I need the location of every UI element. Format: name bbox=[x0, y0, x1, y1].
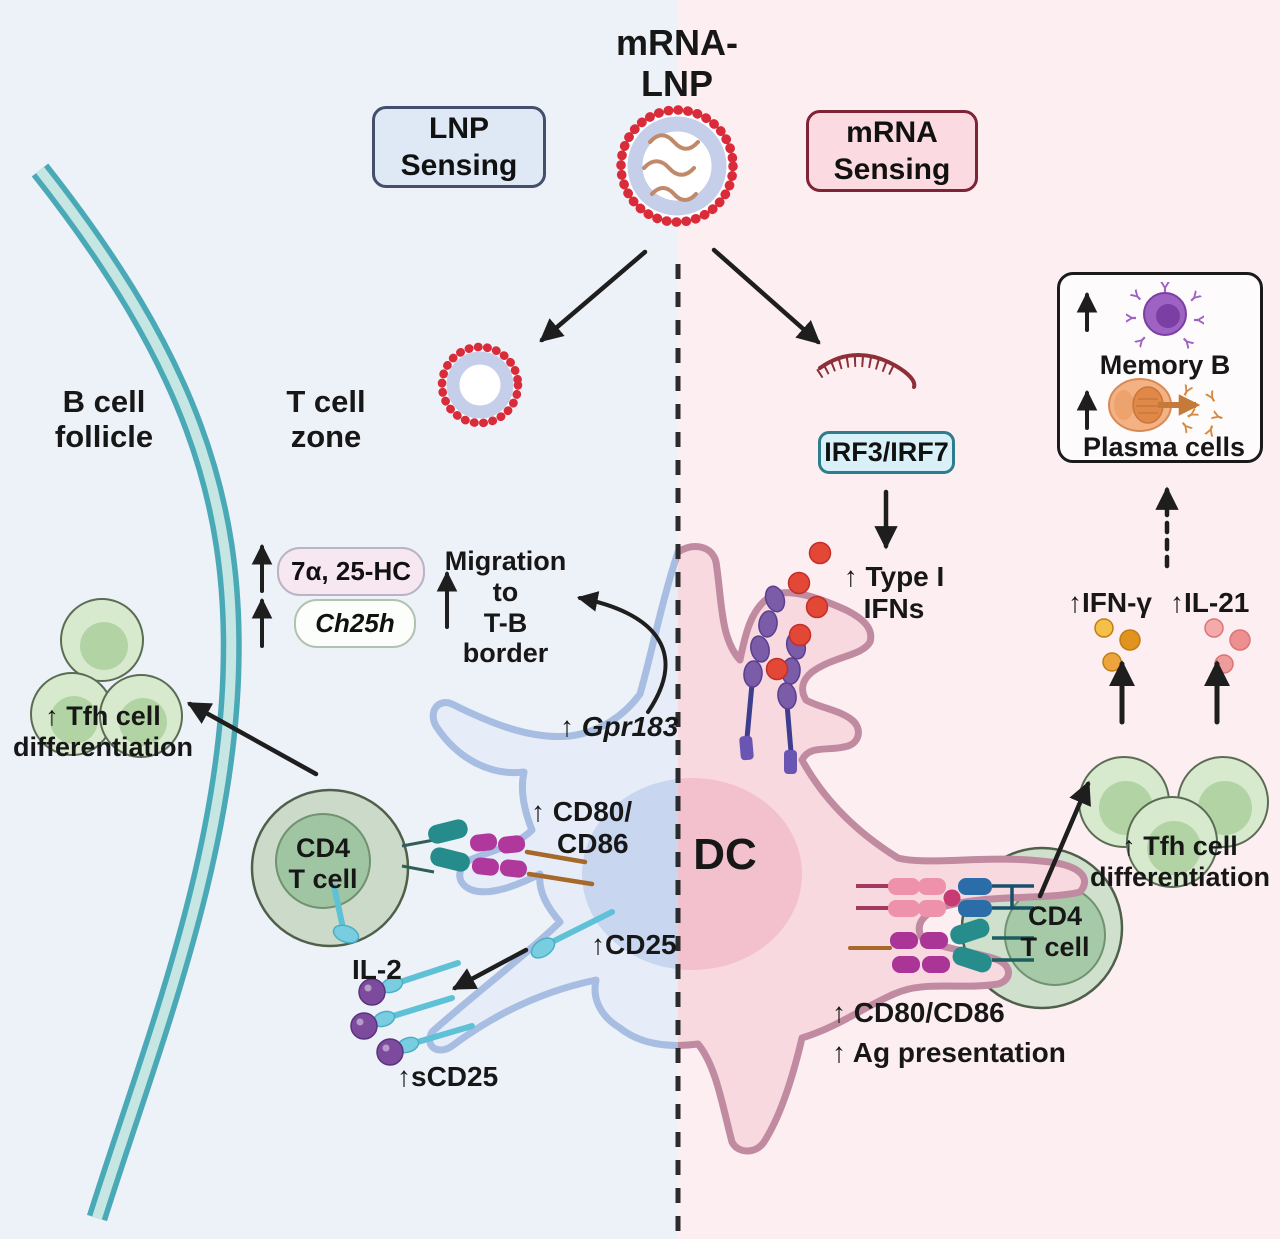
svg-text:Y: Y bbox=[1123, 313, 1140, 323]
t-zone-line1: T cell bbox=[286, 384, 366, 419]
mrna-strand bbox=[816, 353, 917, 389]
tfh-left-line1: ↑ Tfh cell bbox=[45, 701, 161, 731]
mrna-lnp-particle bbox=[616, 105, 738, 227]
t-zone-line2: zone bbox=[290, 419, 362, 455]
tfh-cells-right bbox=[1078, 756, 1269, 888]
dc-nucleus-lnp-side bbox=[582, 778, 678, 970]
plasma-cell-icon: Y Y Y Y Y Y bbox=[1108, 378, 1228, 440]
arrow-gpr183-to-migration bbox=[576, 591, 668, 714]
il21-dots bbox=[1204, 618, 1251, 674]
mrna-sensing-label-line1: mRNA bbox=[846, 115, 938, 149]
arrow-cd4-to-tfh-right bbox=[1037, 780, 1091, 899]
tfh-cells-left bbox=[30, 598, 183, 758]
cd4-right-line2: T cell bbox=[1020, 931, 1090, 962]
type1-line1: ↑ Type I bbox=[843, 561, 945, 592]
b-follicle-line1: B cell bbox=[62, 384, 146, 419]
svg-text:Y: Y bbox=[1160, 279, 1170, 296]
migration-line3: T-B bbox=[483, 607, 528, 638]
antigen-lines bbox=[524, 849, 595, 887]
cd25-label: ↑CD25 bbox=[591, 929, 677, 960]
hc-25-pill: 7α, 25-HC bbox=[277, 547, 425, 596]
tfh-differentiation-left-label: ↑ Tfh cell differentiation bbox=[8, 701, 198, 763]
tcr-mhc-complex-left bbox=[401, 819, 595, 887]
tfh-differentiation-right-label: ↑ Tfh cell differentiation bbox=[1082, 831, 1278, 893]
title-line2: LNP bbox=[641, 63, 713, 105]
t-cell-zone-label: T cell zone bbox=[258, 384, 394, 455]
type1-line2: IFNs bbox=[863, 592, 925, 624]
il2-scd25-molecules bbox=[350, 960, 475, 1066]
tfh-left-line2: differentiation bbox=[13, 731, 193, 762]
tfh-right-line2: differentiation bbox=[1090, 861, 1270, 892]
b-cell-follicle-label: B cell follicle bbox=[28, 384, 180, 455]
mrna-sensing-label-line2: Sensing bbox=[833, 153, 951, 186]
ifng-dots bbox=[1094, 618, 1141, 672]
arrow-cd4-to-tfh-left bbox=[186, 701, 319, 777]
cd4-tcell-left bbox=[250, 788, 410, 948]
cd80-cd86-right-label: ↑ CD80/CD86 bbox=[832, 997, 1005, 1028]
svg-text:Y: Y bbox=[1128, 287, 1147, 306]
irf3-irf7-label: IRF3/IRF7 bbox=[824, 437, 949, 467]
migration-line2: to bbox=[492, 576, 519, 607]
flow-arrows bbox=[186, 247, 1230, 991]
cd4-left-line2: T cell bbox=[288, 863, 358, 894]
cd4-tcell-right-label: CD4 T cell bbox=[995, 901, 1115, 963]
cd25-receptor bbox=[530, 909, 615, 959]
svg-text:Y: Y bbox=[1203, 388, 1220, 408]
mrna-cargo-strands bbox=[642, 133, 700, 202]
svg-text:Y: Y bbox=[1178, 381, 1194, 401]
type1-ifn-dots bbox=[765, 541, 832, 681]
cd80-left-line2: CD86 bbox=[557, 827, 629, 859]
arrow-to-mrna bbox=[711, 247, 821, 345]
memory-b-cell-icon: Y Y Y Y Y Y Y bbox=[1123, 279, 1207, 351]
tcell-surface-receptor bbox=[331, 883, 360, 944]
type1-ifn-label: ↑ Type I IFNs bbox=[838, 561, 950, 625]
irf3-irf7-box: IRF3/IRF7 bbox=[818, 431, 955, 474]
dc-nucleus-mrna-side bbox=[678, 778, 802, 970]
title-line1: mRNA- bbox=[616, 22, 738, 63]
cd4-tcell-left-label: CD4 T cell bbox=[263, 833, 383, 895]
dc-label: DC bbox=[693, 830, 757, 879]
migration-label: Migration to T-B border bbox=[433, 546, 578, 669]
lnp-sensing-box: LNP Sensing bbox=[372, 106, 546, 188]
ifng-label: ↑IFN-γ bbox=[1068, 587, 1152, 618]
ch25h-pill: Ch25h bbox=[294, 599, 416, 648]
figure-title: mRNA- LNP bbox=[597, 22, 757, 104]
bt-border-curve bbox=[31, 163, 242, 1222]
plasma-cells-label: Plasma cells bbox=[1082, 432, 1246, 462]
lnp-sensing-label-line1: LNP bbox=[429, 111, 489, 145]
scd25-label: ↑sCD25 bbox=[397, 1061, 499, 1092]
svg-text:Y: Y bbox=[1177, 332, 1196, 351]
arrow-to-empty-lnp bbox=[539, 249, 648, 343]
ag-presentation-label: ↑ Ag presentation bbox=[832, 1037, 1066, 1068]
svg-text:Y: Y bbox=[1185, 288, 1204, 307]
mrna-sensing-box: mRNA Sensing bbox=[806, 110, 978, 192]
arrow-cd25-to-il2 bbox=[451, 947, 529, 991]
tcr-mhc-complex-right bbox=[848, 878, 1034, 973]
cd80-cd86-left-label: ↑ CD80/ CD86 bbox=[531, 796, 632, 860]
lnp-particle-empty bbox=[437, 342, 523, 428]
cd4-right-line1: CD4 bbox=[1027, 901, 1082, 931]
il21-label: ↑IL-21 bbox=[1170, 587, 1250, 618]
il2-label: IL-2 bbox=[352, 954, 402, 985]
gpr183-label: ↑ Gpr183 bbox=[560, 711, 679, 742]
memory-b-label: Memory B bbox=[1099, 350, 1231, 380]
tfh-right-line1: ↑ Tfh cell bbox=[1122, 831, 1238, 861]
b-follicle-line2: follicle bbox=[54, 419, 154, 455]
migration-line4: border bbox=[462, 638, 549, 669]
svg-text:Y: Y bbox=[1132, 331, 1151, 350]
lnp-sensing-label-line2: Sensing bbox=[400, 149, 518, 182]
migration-line1: Migration bbox=[444, 546, 567, 576]
cd4-left-line1: CD4 bbox=[295, 833, 350, 863]
cd80-left-line1: ↑ CD80/ bbox=[531, 796, 633, 827]
svg-text:Y: Y bbox=[1190, 315, 1207, 325]
